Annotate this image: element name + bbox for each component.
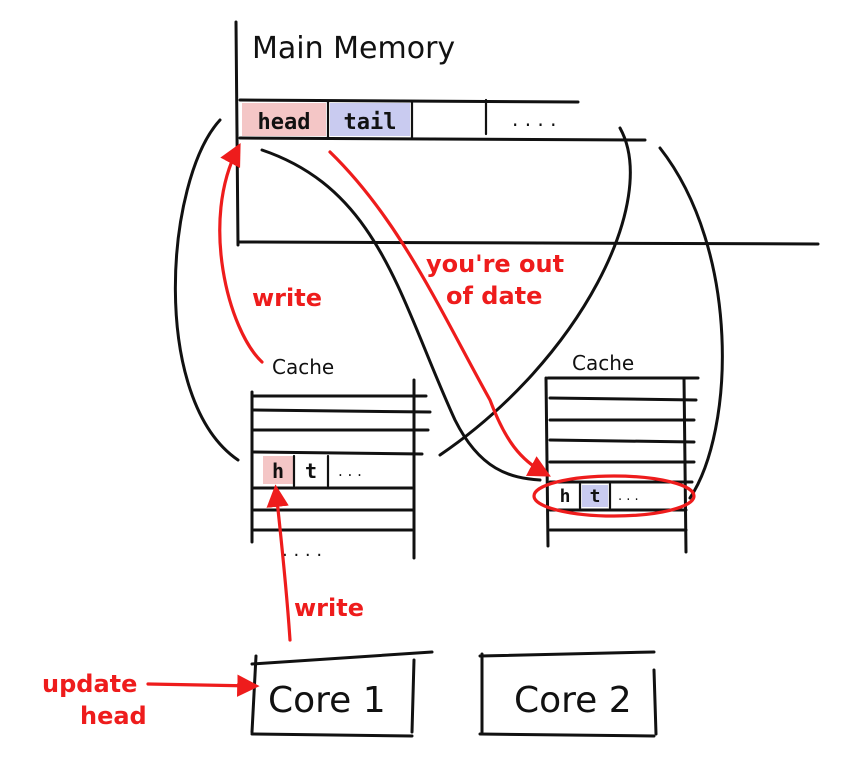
cache-2-right-edge xyxy=(682,376,688,554)
core-1-left-edge xyxy=(250,654,258,734)
cache-2: Cache h t . . . xyxy=(532,351,700,554)
core-1-bottom-edge xyxy=(250,732,414,738)
core-1-top-edge xyxy=(250,650,434,666)
write-top-label: write xyxy=(252,284,322,312)
cache-2-row-ellipsis: . . . xyxy=(618,489,639,504)
out-of-date-label-line2: of date xyxy=(446,282,542,310)
middle-bus-curve xyxy=(438,126,632,457)
cache-1-title: Cache xyxy=(272,355,334,379)
cache-2-left-edge xyxy=(544,376,550,548)
cache-2-line xyxy=(548,438,696,444)
core-2-label: Core 2 xyxy=(514,680,632,721)
main-memory-bottom-line xyxy=(236,240,820,246)
cache-2-line xyxy=(548,396,698,402)
core-2-bottom-edge xyxy=(478,732,656,738)
update-head-label-line2: head xyxy=(80,702,147,730)
write-to-cache-arrow xyxy=(266,484,292,642)
right-bus-curve xyxy=(658,146,724,500)
cache-1-h-cell xyxy=(263,456,293,484)
head-cell xyxy=(242,103,326,136)
cache-1-row-ellipsis: . . . xyxy=(338,462,362,480)
update-head-label-line1: update xyxy=(42,670,137,698)
cache-2-t-label: t xyxy=(590,486,601,507)
stale-line-highlight xyxy=(532,474,696,518)
annotations: write you're out of date write update he… xyxy=(42,143,564,730)
cache-2-h-label: h xyxy=(560,486,571,507)
head-cell-label: head xyxy=(258,110,311,135)
cache-1-t-label: t xyxy=(305,459,317,483)
main-memory-ellipsis: . . . . xyxy=(512,107,557,131)
cache-2-title: Cache xyxy=(572,351,634,375)
main-memory-row-bottom xyxy=(238,136,647,142)
core-1-label: Core 1 xyxy=(268,680,386,721)
cache-1-below-ellipsis: . . . . xyxy=(282,540,322,561)
core-2-top-edge xyxy=(478,650,656,658)
memory-to-cache2-curve xyxy=(260,148,542,482)
cache-1-h-label: h xyxy=(272,459,284,483)
tail-cell xyxy=(330,103,410,136)
cache-1-line xyxy=(252,450,424,456)
write-bottom-label: write xyxy=(294,594,364,622)
invalidate-arrow xyxy=(328,150,551,477)
cache-1: Cache h t . . . . . . . xyxy=(250,355,432,561)
bus-connectors xyxy=(173,118,724,500)
main-memory-title: Main Memory xyxy=(252,31,455,66)
cache-2-t-cell xyxy=(582,485,608,507)
update-head-arrow xyxy=(146,674,260,697)
core-2-right-edge xyxy=(652,668,658,736)
main-memory: Main Memory head tail . . . . xyxy=(234,20,820,247)
left-bus-curve xyxy=(173,118,240,462)
core-1-right-edge xyxy=(410,658,416,734)
core-1: Core 1 xyxy=(250,650,434,738)
main-memory-left-edge xyxy=(234,20,240,247)
cache-1-line xyxy=(250,408,432,414)
main-memory-row-top xyxy=(238,98,580,104)
tail-cell-label: tail xyxy=(344,110,397,135)
out-of-date-label-line1: you're out xyxy=(426,250,564,278)
write-to-memory-arrow xyxy=(218,143,264,364)
core-2: Core 2 xyxy=(478,650,658,738)
